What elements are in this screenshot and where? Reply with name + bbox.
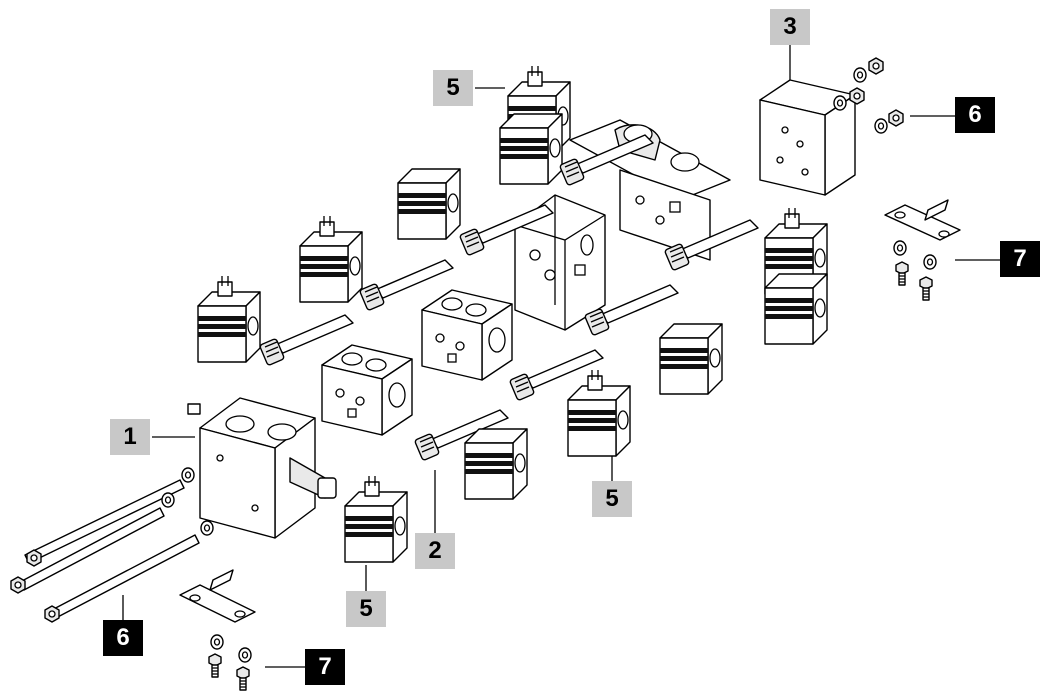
- cover-plate: [759, 79, 856, 196]
- valve-assembly-2: [397, 168, 723, 395]
- callout-3: 3: [770, 9, 810, 45]
- callout-7-bottom: 7: [305, 649, 345, 685]
- callout-5-top: 5: [433, 70, 473, 106]
- bracket-upper: [884, 199, 961, 301]
- callout-2: 2: [415, 533, 455, 569]
- callout-6-top: 6: [955, 97, 995, 133]
- callout-6-bottom: 6: [103, 620, 143, 656]
- callout-5-bottom: 5: [346, 591, 386, 627]
- callout-1: 1: [110, 419, 150, 455]
- bracket-lower: [179, 569, 256, 691]
- tie-rods: [10, 467, 214, 623]
- callout-5-right: 5: [592, 481, 632, 517]
- valve-assembly-rear: [499, 66, 828, 345]
- callout-7-right: 7: [1000, 241, 1040, 277]
- leader-lines: [122, 45, 1000, 668]
- main-block: [187, 397, 337, 539]
- coil-front: [345, 476, 407, 562]
